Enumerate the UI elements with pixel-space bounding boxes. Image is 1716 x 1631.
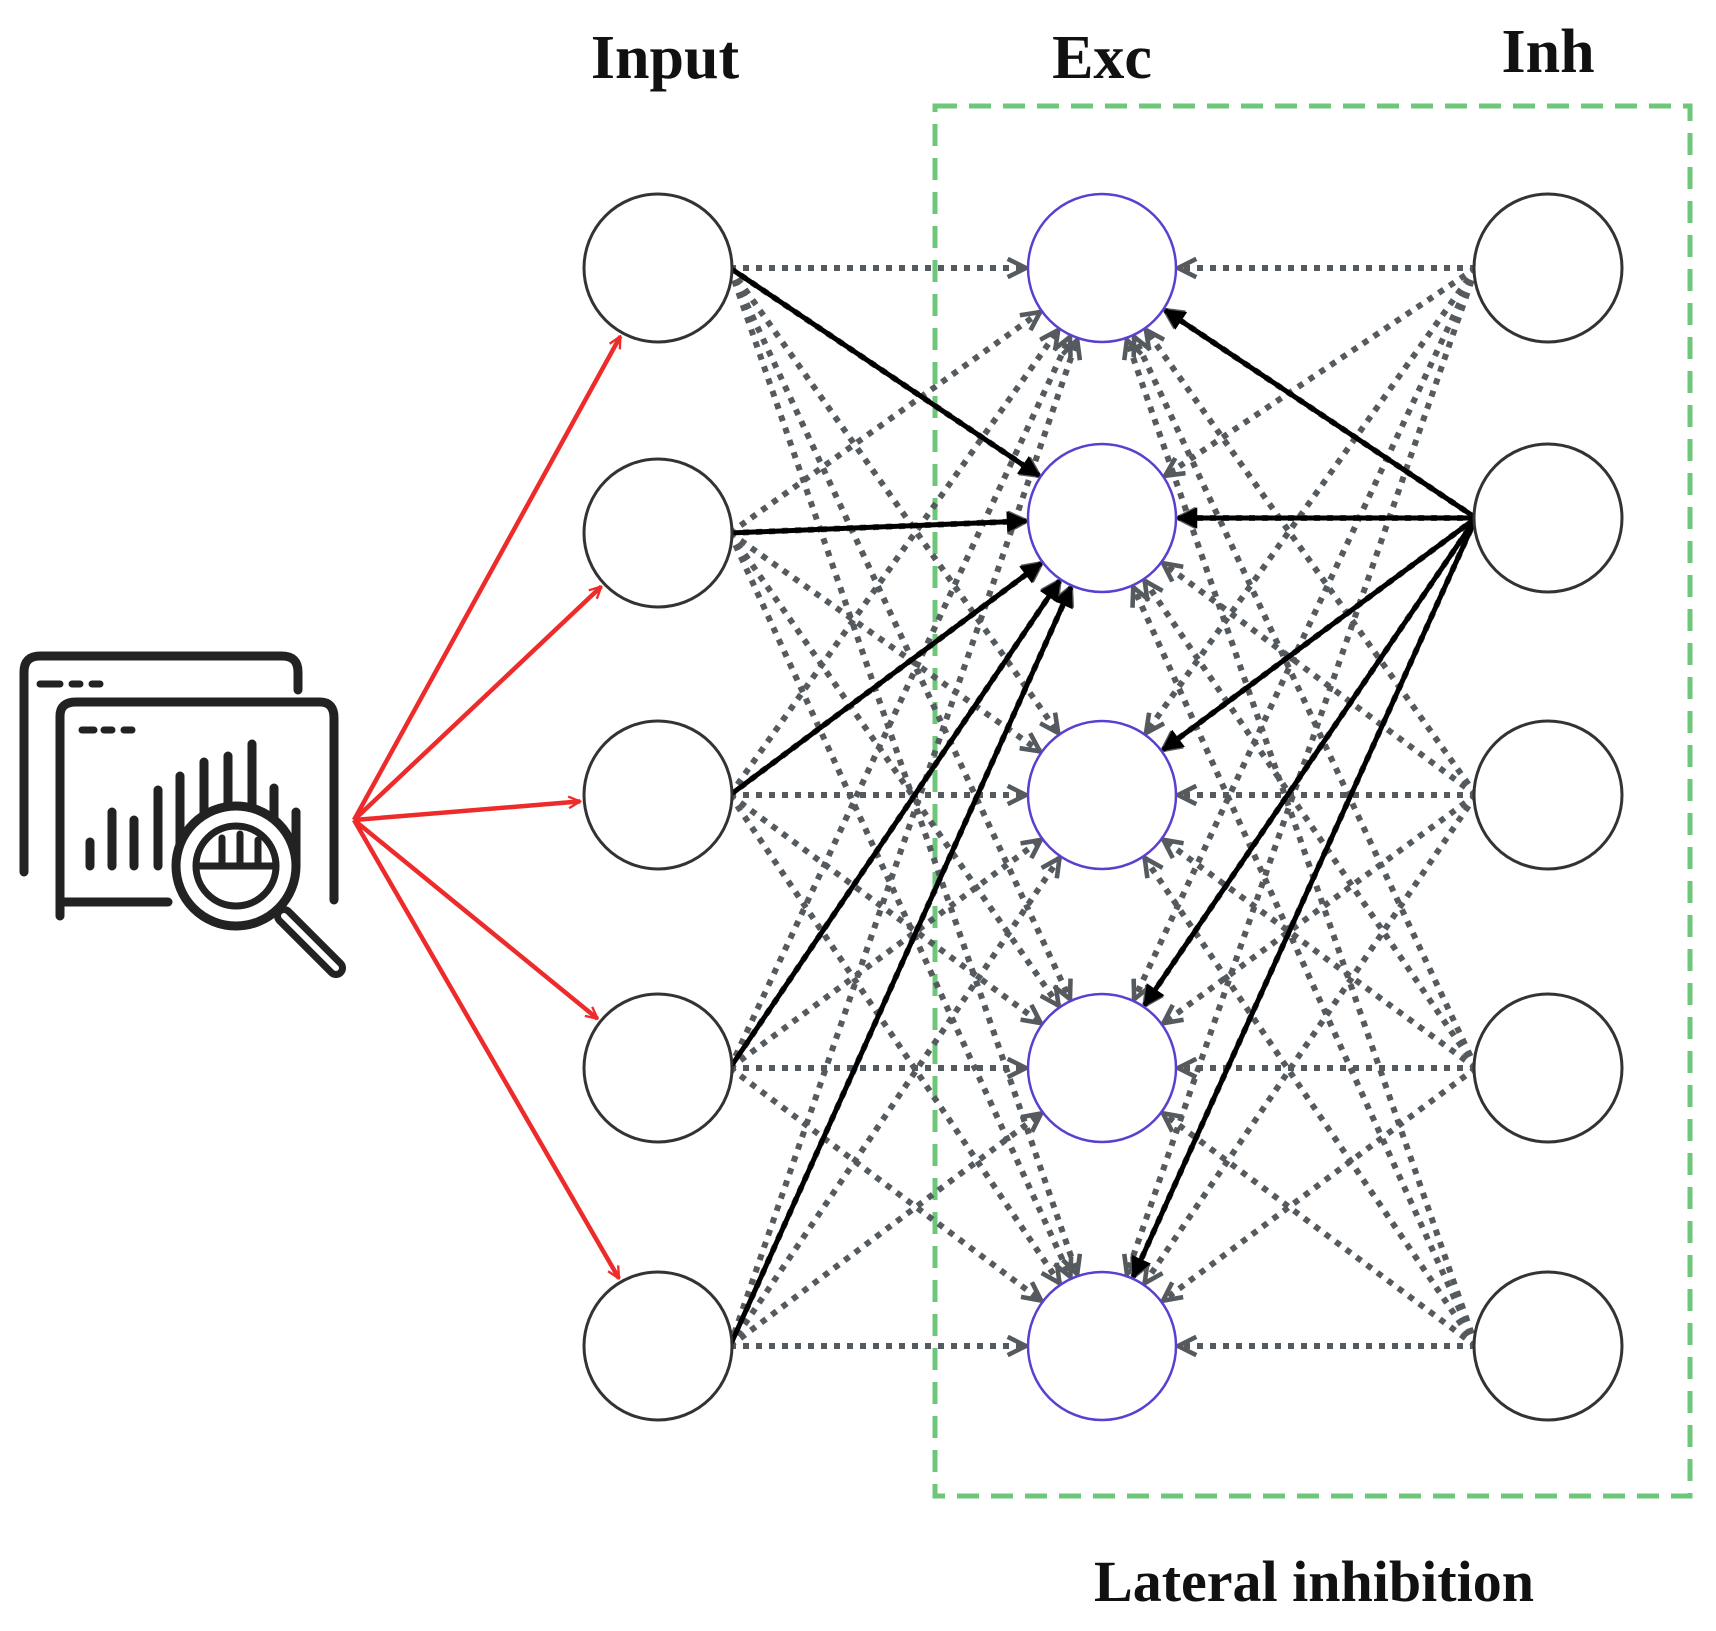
exc-layer bbox=[1026, 192, 1178, 1422]
inh-to-exc-connection bbox=[1146, 266, 1479, 733]
input-neuron bbox=[582, 1270, 734, 1422]
inh-to-exc-connection bbox=[1133, 587, 1479, 1348]
inh-to-exc-highlight bbox=[1163, 515, 1478, 752]
exc-neuron bbox=[1026, 192, 1178, 344]
exc-layer-label: Exc bbox=[1052, 24, 1152, 92]
input-layer-label: Input bbox=[591, 24, 740, 92]
exc-neuron bbox=[1026, 992, 1178, 1144]
inh-to-exc-connection bbox=[1163, 1113, 1478, 1349]
inh-to-exc-connection bbox=[1163, 1065, 1478, 1301]
input-to-exc-highlight bbox=[728, 265, 1039, 478]
inh-neuron bbox=[1472, 1270, 1624, 1422]
input-to-exc-connection bbox=[727, 340, 1077, 1347]
inh-to-exc-connection bbox=[1134, 337, 1479, 1070]
input-arrow bbox=[352, 818, 598, 1021]
inh-layer-label: Inh bbox=[1501, 18, 1594, 86]
exc-neuron bbox=[1026, 442, 1178, 594]
input-to-exc-connection bbox=[728, 530, 1040, 751]
solid-connections bbox=[727, 265, 1479, 1348]
lateral-inhibition-box bbox=[932, 103, 1693, 1499]
input-arrows bbox=[352, 336, 623, 1278]
input-arrow bbox=[352, 336, 623, 822]
input-to-exc-connection bbox=[728, 312, 1040, 536]
input-to-exc-connection bbox=[728, 1113, 1041, 1349]
inh-to-exc-highlight bbox=[1165, 308, 1478, 521]
exc-neuron bbox=[1026, 1270, 1178, 1422]
input-to-exc-connection bbox=[727, 266, 1058, 733]
inh-layer bbox=[1472, 192, 1624, 1422]
exc-neuron bbox=[1026, 719, 1178, 871]
inh-neuron bbox=[1472, 719, 1624, 871]
inh-to-exc-connection bbox=[1145, 581, 1479, 1070]
input-to-exc-connection bbox=[727, 337, 1070, 1070]
input-to-exc-highlight bbox=[728, 561, 1041, 798]
inh-neuron bbox=[1472, 192, 1624, 344]
input-neuron bbox=[582, 992, 734, 1144]
input-neuron bbox=[582, 457, 734, 609]
lateral-inhibition-label: Lateral inhibition bbox=[1094, 1549, 1534, 1614]
input-to-exc-connection bbox=[727, 267, 1077, 1274]
inh-to-exc-connection bbox=[1146, 330, 1479, 797]
input-arrow bbox=[352, 818, 621, 1278]
input-to-exc-highlight bbox=[729, 521, 1026, 536]
inh-to-exc-connection bbox=[1127, 340, 1479, 1347]
analytics-dashboard-magnifier-icon bbox=[19, 651, 346, 978]
inh-to-exc-highlight bbox=[1131, 516, 1479, 1277]
input-to-exc-connection bbox=[727, 266, 1070, 999]
input-to-exc-connection bbox=[727, 531, 1070, 1277]
inh-neuron bbox=[1472, 442, 1624, 594]
inh-to-exc-connection bbox=[1127, 267, 1479, 1274]
inh-to-exc-connection bbox=[1134, 266, 1479, 999]
inh-to-exc-connection bbox=[1165, 265, 1478, 476]
input-to-exc-connection bbox=[727, 531, 1059, 1006]
input-neuron bbox=[582, 719, 734, 871]
input-to-exc-connection bbox=[727, 330, 1058, 797]
input-to-exc-highlight bbox=[727, 587, 1074, 1348]
input-neuron bbox=[582, 192, 734, 344]
input-to-exc-highlight bbox=[727, 581, 1062, 1070]
input-layer bbox=[582, 192, 734, 1422]
inh-to-exc-highlight bbox=[1142, 516, 1479, 1005]
input-arrow bbox=[352, 587, 601, 822]
input-arrow bbox=[353, 801, 580, 823]
inh-neuron bbox=[1472, 992, 1624, 1144]
